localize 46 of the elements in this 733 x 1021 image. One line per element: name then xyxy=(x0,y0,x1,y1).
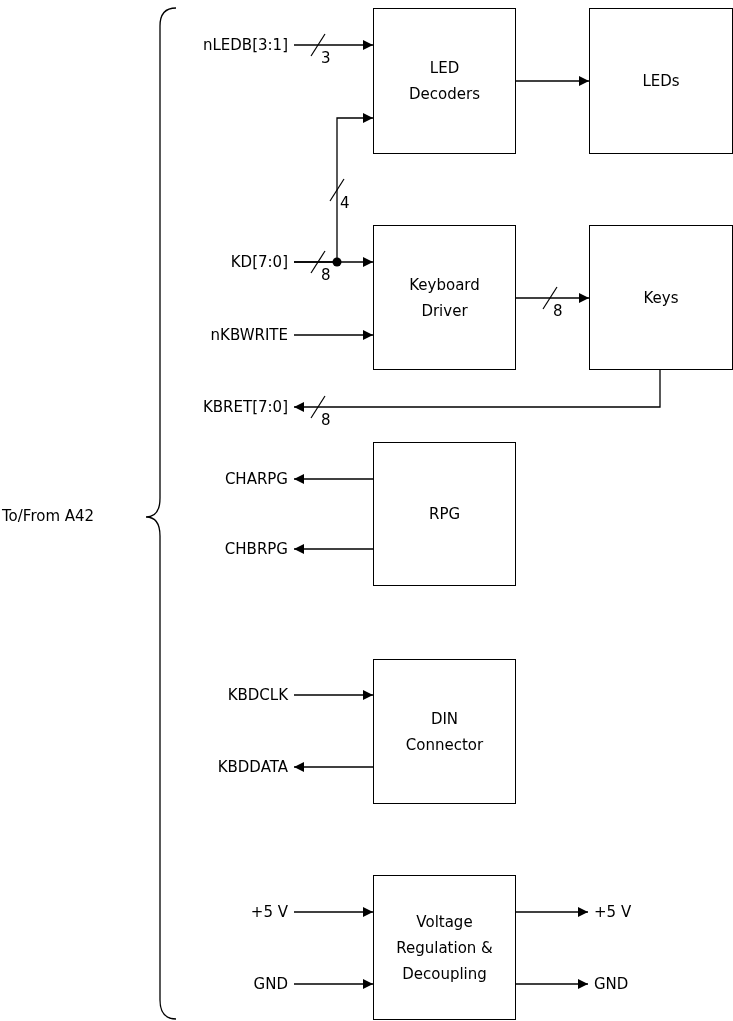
signal-label: GND xyxy=(588,974,635,994)
signal-arrow xyxy=(293,979,374,989)
signal-label: KBDCLK xyxy=(221,685,294,705)
block-label: LED Decoders xyxy=(408,58,481,105)
bus-width-label: 8 xyxy=(321,412,331,428)
bus-width-label: 8 xyxy=(553,303,563,319)
signal-label: +5 V xyxy=(588,902,638,922)
signal-arrow xyxy=(515,979,589,989)
block-label: RPG xyxy=(428,504,461,525)
signal-arrow xyxy=(293,544,374,554)
block-box xyxy=(373,659,516,804)
block-label: Keyboard Driver xyxy=(408,274,481,322)
signal-label: nKBWRITE xyxy=(204,325,294,345)
signal-arrow xyxy=(293,907,374,917)
signal-label: KBDDATA xyxy=(211,757,294,777)
signal-arrow xyxy=(293,369,661,412)
signal-label: KBRET[7:0] xyxy=(196,397,294,417)
signal-label: CHBRPG xyxy=(218,539,294,559)
signal-arrow xyxy=(293,257,374,267)
signal-label: CHARPG xyxy=(218,469,294,489)
block-label: DIN Connector xyxy=(404,708,485,756)
bus-width-label: 4 xyxy=(340,195,350,211)
block-box xyxy=(373,442,516,586)
block-box xyxy=(373,8,516,154)
signal-label: GND xyxy=(247,974,294,994)
signal-arrow xyxy=(293,330,374,340)
block-label: Voltage Regulation & Decoupling xyxy=(395,911,494,985)
bus-label: To/From A42 xyxy=(2,507,95,525)
bus-width-label: 8 xyxy=(321,267,331,283)
signal-arrow xyxy=(293,690,374,700)
signal-label: KD[7:0] xyxy=(224,252,294,272)
signal-label: +5 V xyxy=(244,902,294,922)
bus-width-label: 3 xyxy=(321,50,331,66)
signal-arrow xyxy=(293,762,374,772)
block-box xyxy=(373,225,516,370)
signal-arrow xyxy=(515,76,590,86)
signal-arrow xyxy=(293,40,374,50)
block-box xyxy=(373,875,516,1020)
signal-arrow xyxy=(293,474,374,484)
block-label: LEDs xyxy=(642,71,680,92)
signal-label: nLEDB[3:1] xyxy=(196,35,294,55)
block-box xyxy=(589,8,733,154)
block-box xyxy=(589,225,733,370)
signal-arrow xyxy=(515,907,589,917)
signal-arrow xyxy=(515,293,590,303)
block-label: Keys xyxy=(643,287,679,309)
